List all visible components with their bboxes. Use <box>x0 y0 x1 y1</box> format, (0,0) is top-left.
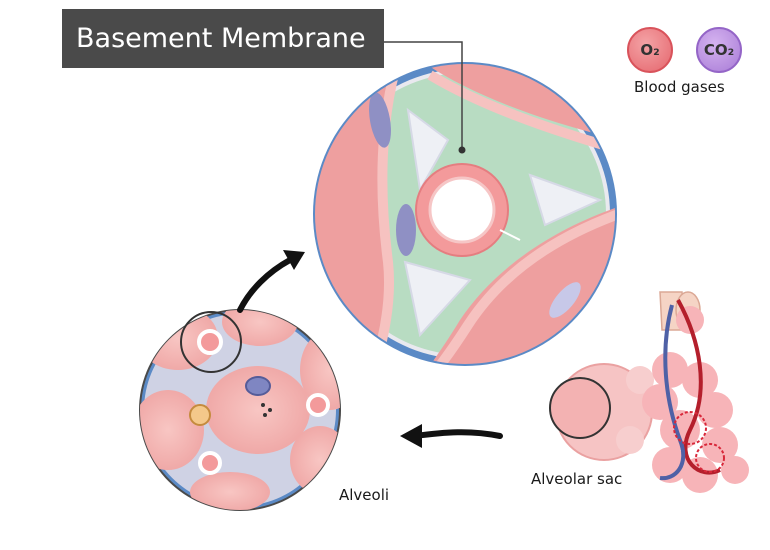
macrophage <box>245 376 271 396</box>
blood-gases-caption: Blood gases <box>634 78 725 96</box>
interstitial-space-top <box>406 107 450 194</box>
capillary-network-1 <box>673 411 707 445</box>
title-leader-dot <box>458 146 466 154</box>
alveolar-sac-label: Alveolar sac <box>531 470 623 488</box>
capillary-b <box>306 393 330 417</box>
alveolar-sac-focus <box>549 377 611 439</box>
magnified-membrane-view <box>313 62 617 366</box>
type-ii-cell <box>189 404 211 426</box>
nucleus-bottom-right <box>549 282 581 318</box>
alveolus-c <box>140 390 204 470</box>
capillary-c <box>198 451 222 475</box>
alveolus-d <box>206 366 310 454</box>
alveoli-label: Alveoli <box>339 486 390 504</box>
alveolus-bud-2 <box>616 426 644 454</box>
alveolus-f <box>290 426 340 494</box>
membrane-pore <box>499 229 521 241</box>
interstitial-space-right <box>528 173 603 227</box>
title-leader-line <box>384 41 463 150</box>
alveolar-sac-illustration <box>549 291 749 493</box>
o2-badge: O₂ <box>627 27 673 73</box>
alveolus-bud-1 <box>626 366 654 394</box>
particle-2 <box>268 408 272 412</box>
particle-1 <box>261 403 265 407</box>
alveolus-e <box>300 330 340 410</box>
capillary-network-2 <box>695 443 725 473</box>
zoom-arrow-head <box>283 250 305 270</box>
capillary-lumen <box>428 176 496 244</box>
interstitial-space-bottom <box>403 260 472 338</box>
alveolus-g <box>190 472 270 510</box>
alveolus-b <box>222 310 298 346</box>
capillary-a <box>197 329 223 355</box>
cell-top-right-edge <box>427 70 615 155</box>
nucleus-top-left <box>369 92 391 148</box>
pulmonary-arteriole <box>676 299 721 475</box>
cell-bottom-right-edge <box>426 205 615 364</box>
particle-3 <box>263 413 267 417</box>
basement-membrane-title: Basement Membrane <box>62 9 384 68</box>
alveoli-view <box>139 309 341 511</box>
grape-cluster <box>642 306 749 493</box>
flow-arrow-head <box>400 424 422 448</box>
zoom-arrow <box>237 257 293 313</box>
pulmonary-venule <box>659 304 686 481</box>
zoom-focus-circle <box>180 311 242 373</box>
co2-badge: CO₂ <box>696 27 742 73</box>
nucleus-left <box>396 204 416 256</box>
flow-arrow <box>412 429 503 439</box>
